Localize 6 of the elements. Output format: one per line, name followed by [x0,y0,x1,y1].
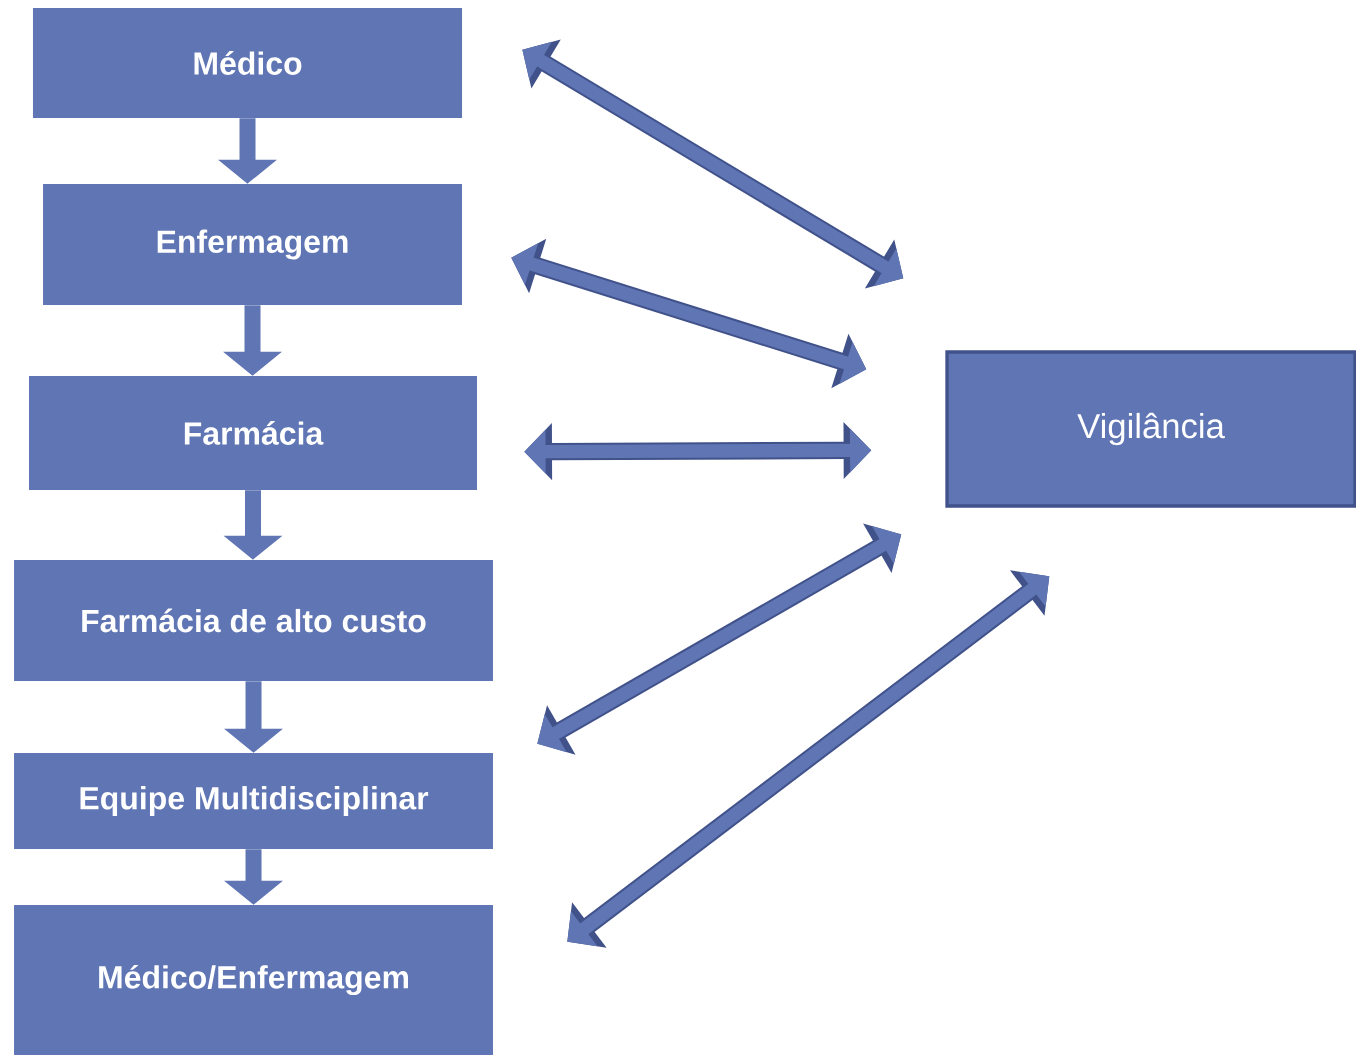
process-box: Farmácia de alto custo [14,559,493,682]
process-box: Enfermagem [43,183,462,306]
process-box: Médico/Enfermagem [14,905,493,1055]
process-box: Vigilância [945,350,1356,508]
process-box: Médico [33,8,463,118]
process-box: Farmácia [29,376,477,490]
